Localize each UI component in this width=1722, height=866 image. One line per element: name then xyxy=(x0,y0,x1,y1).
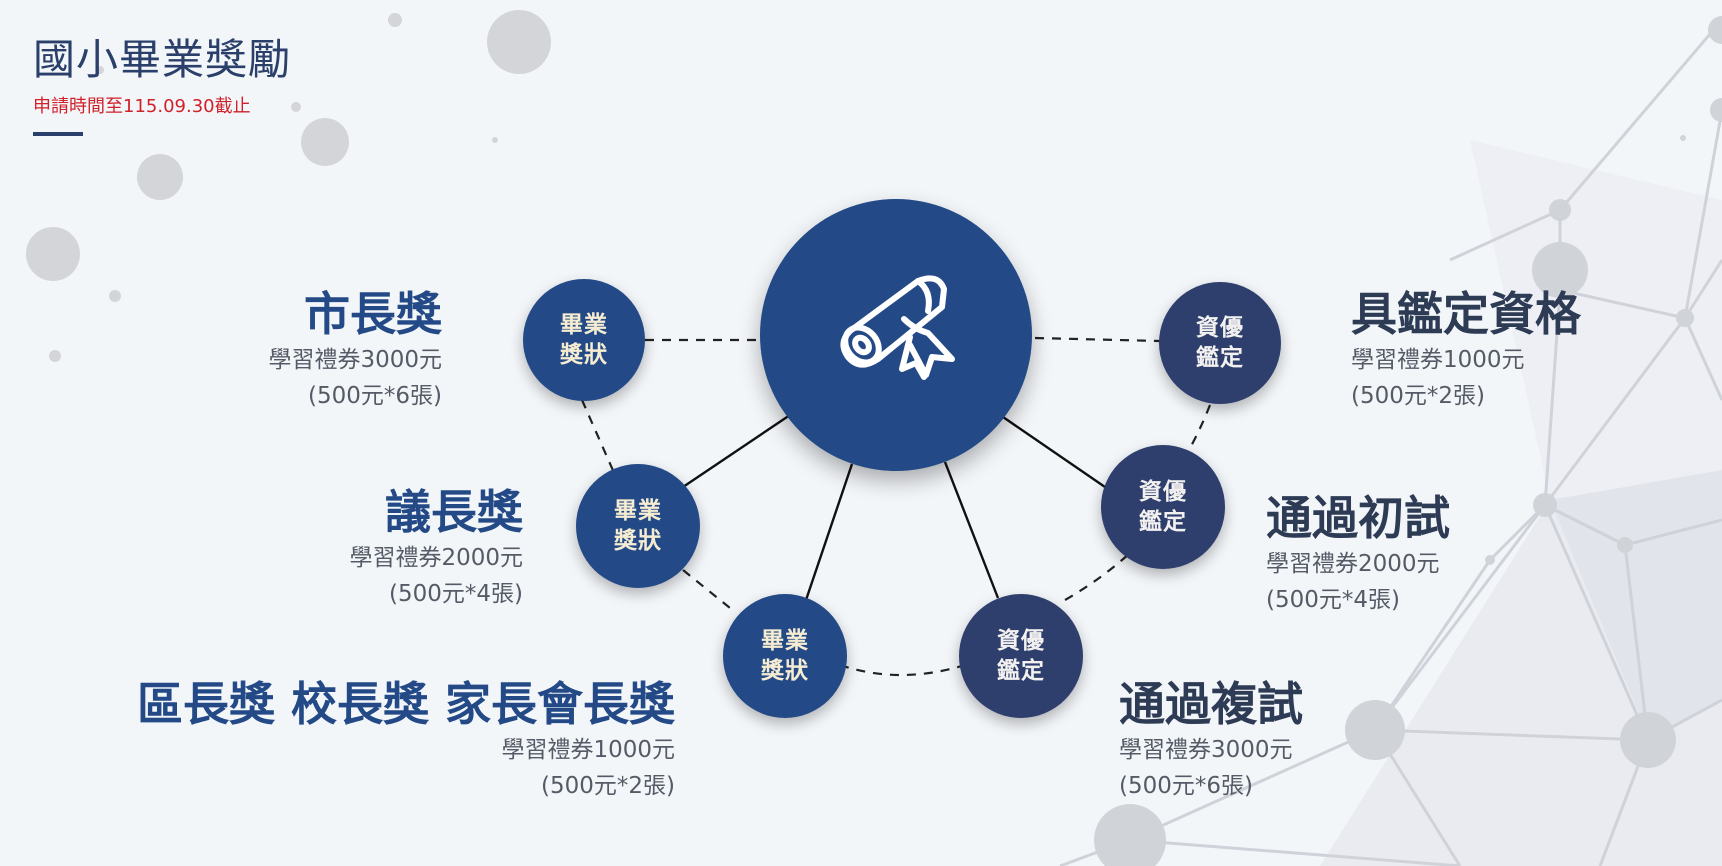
hub-circle xyxy=(760,199,1032,471)
award-speaker: 議長獎 學習禮券2000元 (500元*4張) xyxy=(349,484,523,612)
award-voucher: 學習禮券1000元 xyxy=(1351,347,1525,373)
node-label: 畢業獎狀 xyxy=(761,628,809,684)
award-voucher-detail: (500元*4張) xyxy=(389,581,523,607)
page-title: 國小畢業獎勵 xyxy=(33,35,292,84)
award-mayor: 市長獎 學習禮券3000元 (500元*6張) xyxy=(268,286,442,414)
node-label: 畢業獎狀 xyxy=(614,498,662,554)
award-name: 市長獎 xyxy=(304,287,442,341)
node-label: 資優鑑定 xyxy=(997,628,1045,684)
node-label: 資優鑑定 xyxy=(1196,315,1244,371)
award-voucher-detail: (500元*2張) xyxy=(541,773,675,799)
award-voucher-detail: (500元*6張) xyxy=(1119,773,1253,799)
node-gifted-final: 資優鑑定 xyxy=(959,594,1083,718)
node-label: 畢業獎狀 xyxy=(560,312,608,368)
award-name: 通過初試 xyxy=(1266,491,1450,545)
award-voucher-detail: (500元*6張) xyxy=(308,383,442,409)
award-voucher: 學習禮券3000元 xyxy=(268,347,442,373)
award-district-principal-parents: 區長獎 校長獎 家長會長獎 學習禮券1000元 (500元*2張) xyxy=(137,676,675,804)
award-gifted-qualified: 具鑑定資格 學習禮券1000元 (500元*2張) xyxy=(1351,286,1581,414)
award-voucher-detail: (500元*4張) xyxy=(1266,587,1400,613)
node-graduation-speaker: 畢業獎狀 xyxy=(576,464,700,588)
node-label: 資優鑑定 xyxy=(1139,479,1187,535)
diploma-scroll-icon xyxy=(840,275,955,380)
award-gifted-preliminary: 通過初試 學習禮券2000元 (500元*4張) xyxy=(1266,490,1450,618)
award-voucher: 學習禮券3000元 xyxy=(1119,737,1293,763)
title-underline xyxy=(33,132,83,136)
award-name: 區長獎 校長獎 家長會長獎 xyxy=(136,677,675,731)
award-name: 通過複試 xyxy=(1119,677,1303,731)
award-name: 具鑑定資格 xyxy=(1351,287,1581,341)
node-gifted-qualified: 資優鑑定 xyxy=(1159,282,1281,404)
award-voucher-detail: (500元*2張) xyxy=(1351,383,1485,409)
node-graduation-mayor: 畢業獎狀 xyxy=(523,279,645,401)
deadline-notice: 申請時間至115.09.30截止 xyxy=(33,96,251,117)
award-name: 議長獎 xyxy=(385,485,523,539)
node-graduation-district: 畢業獎狀 xyxy=(723,594,847,718)
node-gifted-preliminary: 資優鑑定 xyxy=(1101,445,1225,569)
award-gifted-final: 通過複試 學習禮券3000元 (500元*6張) xyxy=(1119,676,1303,804)
award-voucher: 學習禮券2000元 xyxy=(1266,551,1440,577)
award-voucher: 學習禮券2000元 xyxy=(349,545,523,571)
award-voucher: 學習禮券1000元 xyxy=(501,737,675,763)
